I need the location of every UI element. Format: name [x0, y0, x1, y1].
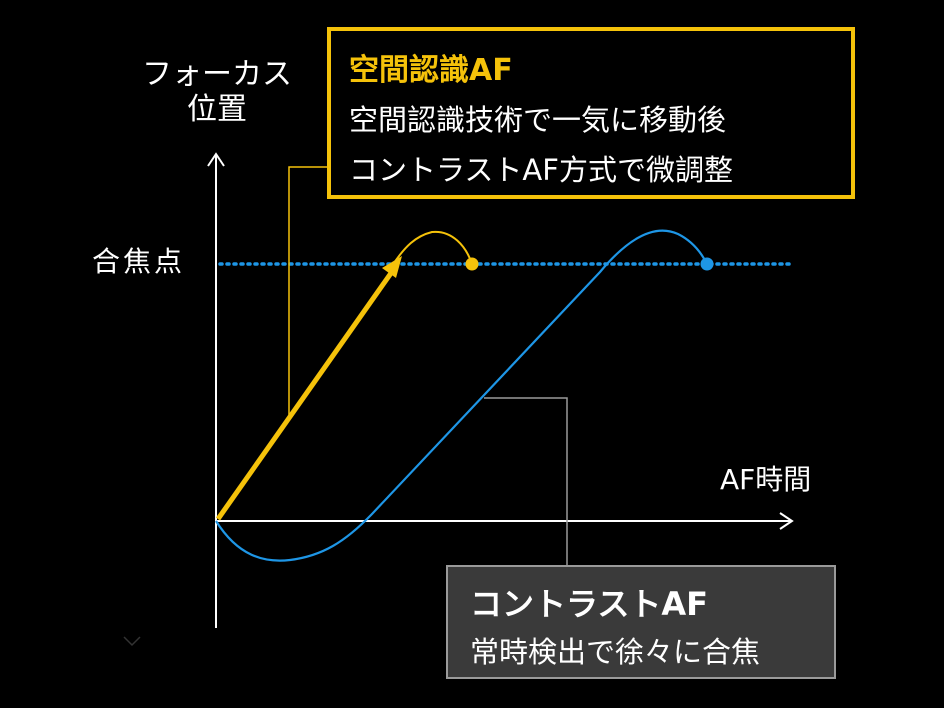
y-axis-label-line1: フォーカス [142, 57, 292, 92]
y-axis-label-line2: 位置 [187, 91, 247, 127]
x-axis-label: AF時間 [720, 463, 812, 496]
contrast-af-curve [215, 229, 708, 562]
contrast-af-endpoint [700, 257, 714, 271]
x-axis-arrowhead [779, 512, 794, 530]
contrast-af-callout-line1: 常時検出で徐々に合焦 [470, 635, 761, 669]
focus-point-label: 合焦点 [92, 245, 186, 278]
spatial-af-arc [391, 230, 473, 267]
spatial-af-callout-title: 空間認識AF [349, 53, 513, 88]
axes [123, 152, 794, 647]
contrast-leader-line [484, 397, 568, 565]
spatial-af-arrow [215, 262, 399, 521]
spatial-af-endpoint [465, 257, 479, 271]
y-axis-arrowhead [207, 152, 225, 167]
spatial-af-callout: 空間認識AF 空間認識技術で一気に移動後 コントラストAF方式で微調整 [327, 27, 855, 199]
y-axis-label: フォーカス 位置 [132, 57, 302, 127]
faint-chevron-icon [123, 636, 141, 647]
contrast-af-callout-title: コントラストAF [470, 585, 708, 623]
spatial-af-callout-line1: 空間認識技術で一気に移動後 [349, 103, 727, 137]
contrast-af-callout: コントラストAF 常時検出で徐々に合焦 [446, 565, 836, 679]
spatial-af-arrowhead [382, 256, 402, 278]
spatial-af-callout-line2: コントラストAF方式で微調整 [349, 153, 733, 187]
spatial-leader-line [288, 166, 327, 415]
